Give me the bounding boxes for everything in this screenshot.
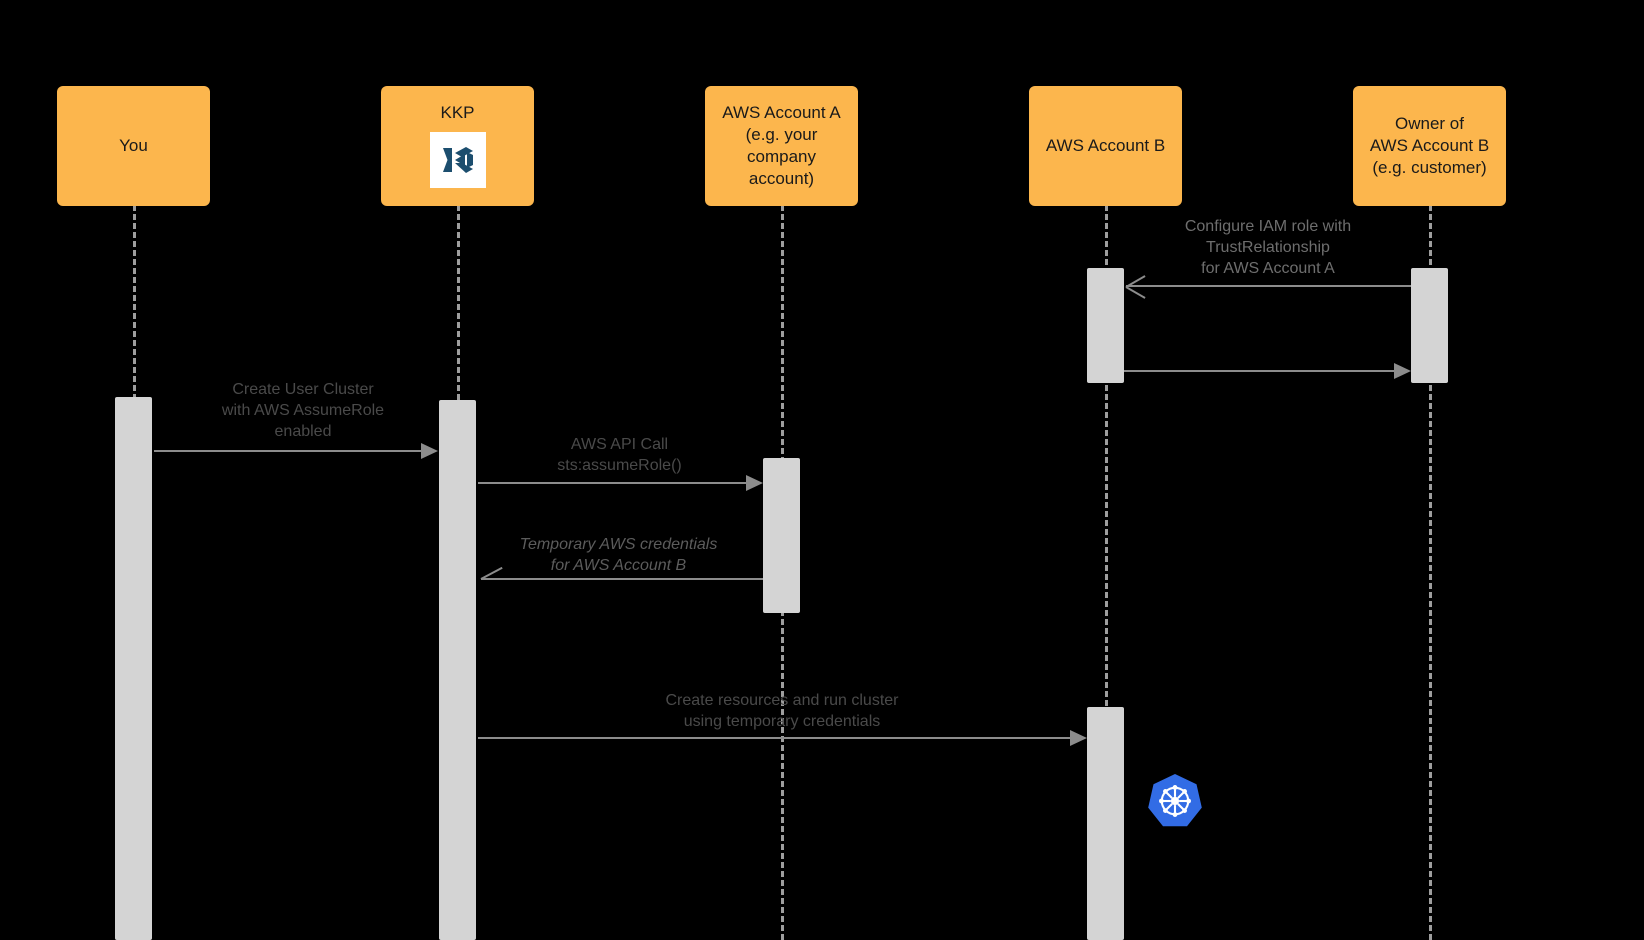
arrowhead-sts-assume-role <box>746 475 763 491</box>
kubernetes-icon <box>1146 772 1204 835</box>
message-label-configure-iam-role: Configure IAM role with TrustRelationshi… <box>1184 218 1352 277</box>
arrowhead-temporary-credentials <box>481 578 503 592</box>
actor-label-you: You <box>119 136 148 155</box>
actor-label-aws-account-b: AWS Account B <box>1045 136 1166 155</box>
message-line-sts-assume-role <box>478 482 746 484</box>
actor-box-aws-account-b[interactable]: AWS Account B <box>1029 86 1182 206</box>
message-line-configure-iam-role <box>1126 285 1411 287</box>
actor-box-aws-account-a[interactable]: AWS Account A (e.g. your company account… <box>705 86 858 206</box>
activation-account-b-run <box>1087 707 1124 940</box>
message-label-temporary-credentials: Temporary AWS credentials for AWS Accoun… <box>519 536 718 574</box>
actor-box-kkp[interactable]: KKP <box>381 86 534 206</box>
message-line-iam-role-return <box>1124 370 1394 372</box>
lifeline-account-b <box>1105 205 1108 940</box>
message-label-create-resources: Create resources and run cluster using t… <box>665 692 899 730</box>
actor-label-owner-of-aws-account-b: Owner of AWS Account B (e.g. customer) <box>1369 114 1490 177</box>
message-line-create-resources <box>478 737 1070 739</box>
arrowhead-create-user-cluster <box>421 443 438 459</box>
activation-kkp <box>439 400 476 940</box>
activation-owner-b <box>1411 268 1448 383</box>
message-label-sts-assume-role: AWS API Call sts:assumeRole() <box>557 436 682 474</box>
message-label-create-user-cluster: Create User Cluster with AWS AssumeRole … <box>221 381 385 440</box>
activation-you <box>115 397 152 940</box>
message-line-create-user-cluster <box>154 450 421 452</box>
actor-box-owner-of-aws-account-b[interactable]: Owner of AWS Account B (e.g. customer) <box>1353 86 1506 206</box>
arrowhead-configure-iam-role <box>1126 276 1146 296</box>
actor-box-you[interactable]: You <box>57 86 210 206</box>
arrowhead-create-resources <box>1070 730 1087 746</box>
activation-account-a <box>763 458 800 613</box>
kkp-logo-icon <box>429 132 486 188</box>
arrowhead-iam-role-return <box>1394 363 1411 379</box>
actor-label-aws-account-a: AWS Account A (e.g. your company account… <box>722 103 841 188</box>
activation-account-b-configure <box>1087 268 1124 383</box>
message-line-temporary-credentials <box>481 578 763 580</box>
actor-label-kkp: KKP <box>440 103 475 122</box>
lifeline-owner-b <box>1429 205 1432 940</box>
